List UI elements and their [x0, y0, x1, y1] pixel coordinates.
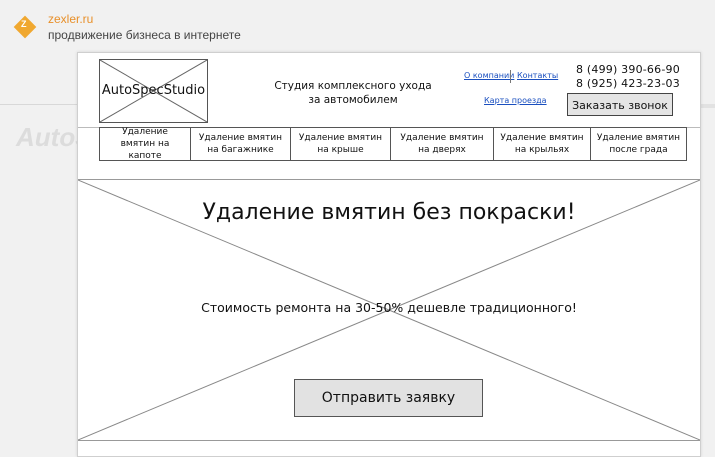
submit-request-button[interactable]: Отправить заявку	[294, 379, 483, 417]
menu-item-label: Удаление вмятин на дверях	[400, 133, 484, 155]
hero-title: Удаление вмятин без покраски!	[202, 200, 576, 225]
phone-number-2: 8 (925) 423-23-03	[576, 77, 680, 90]
menu-item-label: Удаление вмятин после града	[596, 133, 681, 155]
nav-separator	[510, 70, 511, 83]
zexler-header: Z zexler.ru продвижение бизнеса в интерн…	[0, 0, 715, 50]
wireframe-page: AutoSpecStudio Студия комплексного ухода…	[77, 52, 701, 457]
menu-item-label: Удаление вмятин на капоте	[120, 127, 170, 161]
hero-banner-placeholder: Удаление вмятин без покраски! Стоимость …	[78, 180, 700, 440]
hero-subtitle: Стоимость ремонта на 30-50% дешевле трад…	[201, 300, 577, 315]
background-divider-accent	[690, 104, 715, 108]
menu-item-doors[interactable]: Удаление вмятин на дверях	[390, 128, 493, 160]
hero-top-border	[78, 179, 700, 180]
hero-bottom-border	[78, 440, 700, 441]
menu-item-roof[interactable]: Удаление вмятин на крыше	[290, 128, 390, 160]
menu-item-label: Удаление вмятин на багажнике	[198, 133, 283, 155]
hero-placeholder-cross-icon	[78, 180, 700, 440]
site-logo-text: AutoSpecStudio	[101, 83, 206, 98]
nav-link-contacts[interactable]: Контакты	[517, 71, 559, 80]
menu-end-border	[686, 128, 687, 160]
zexler-logo-letter: Z	[21, 19, 27, 29]
menu-item-label: Удаление вмятин на крыльях	[500, 133, 584, 155]
site-header: AutoSpecStudio Студия комплексного ухода…	[78, 53, 700, 126]
logo-placeholder-cross-icon	[100, 60, 207, 122]
site-slogan: Студия комплексного ухода за автомобилем	[274, 80, 432, 106]
menu-item-label: Удаление вмятин на крыше	[298, 133, 383, 155]
menu-item-hood[interactable]: Удаление вмятин на капоте	[99, 127, 190, 161]
menu-item-trunk[interactable]: Удаление вмятин на багажнике	[190, 128, 290, 160]
menu-item-hail[interactable]: Удаление вмятин после града	[590, 128, 686, 160]
nav-link-directions[interactable]: Карта проезда	[484, 96, 547, 105]
site-logo-placeholder[interactable]: AutoSpecStudio	[99, 59, 208, 123]
nav-link-about[interactable]: О компании	[464, 71, 515, 80]
zexler-site-name[interactable]: zexler.ru	[48, 12, 94, 26]
menu-item-fenders[interactable]: Удаление вмятин на крыльях	[493, 128, 590, 160]
zexler-tagline: продвижение бизнеса в интернете	[48, 28, 241, 42]
request-call-button[interactable]: Заказать звонок	[567, 93, 673, 116]
services-menu: Удаление вмятин на капоте Удаление вмяти…	[99, 127, 687, 161]
phone-number-1: 8 (499) 390-66-90	[576, 63, 680, 76]
